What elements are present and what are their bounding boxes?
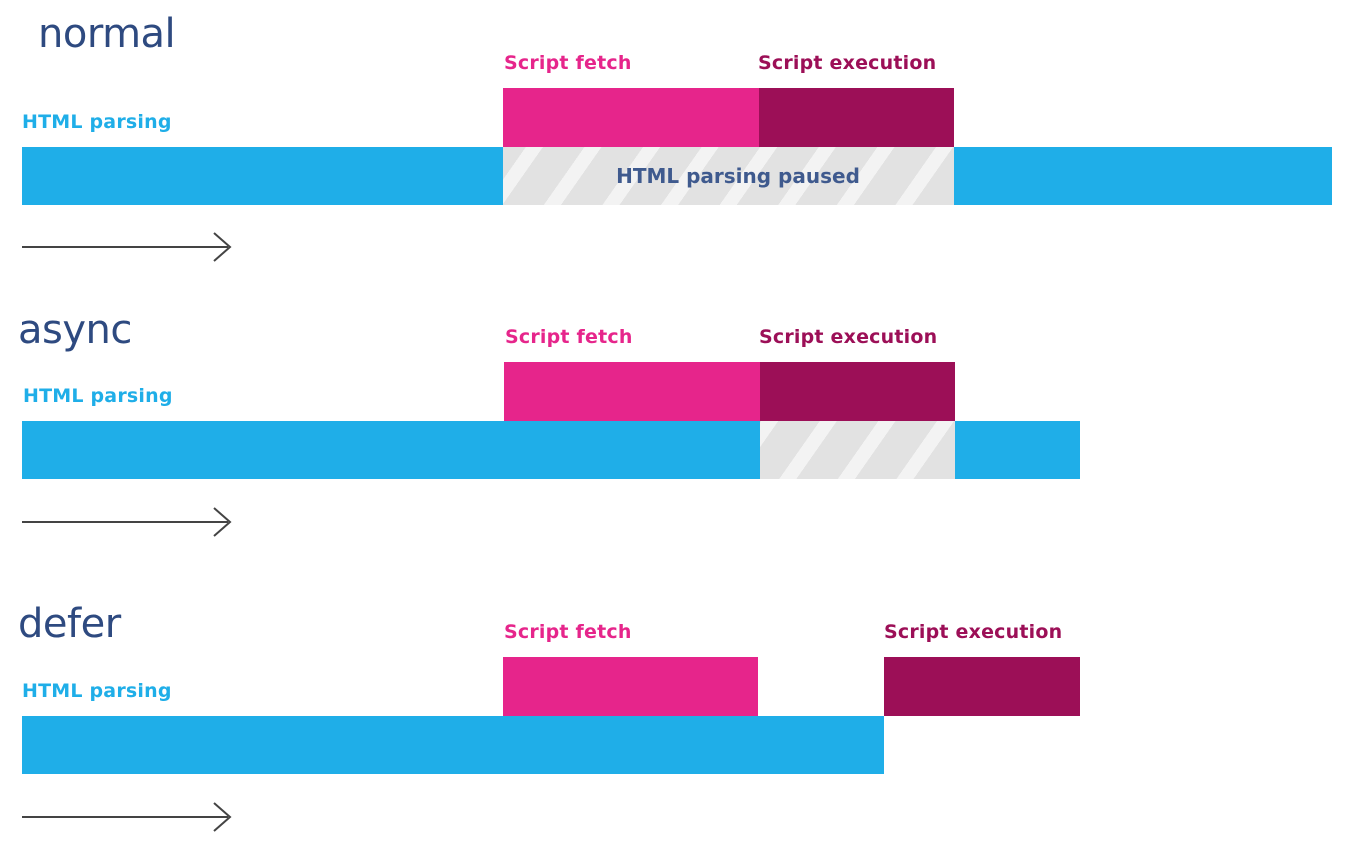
section-title-async: async [18,307,132,353]
script-fetch-bar [504,362,760,421]
parsing-paused-bar [760,421,955,479]
section-title-normal: normal [38,11,176,57]
script-execution-bar [884,657,1080,716]
time-arrow-icon [22,802,232,832]
time-arrow-icon [22,507,232,537]
html-parsing-label: HTML parsing [22,680,172,702]
html-parsing-bar [955,421,1080,479]
parsing-paused-bar [503,147,954,205]
script-fetch-bar [503,657,758,716]
script-fetch-label: Script fetch [504,621,632,643]
html-parsing-bar [954,147,1332,205]
script-execution-label: Script execution [758,52,937,74]
script-execution-label: Script execution [884,621,1063,643]
section-title-defer: defer [18,601,121,647]
html-parsing-bar [22,716,884,774]
parsing-paused-label: HTML parsing paused [616,164,860,188]
script-fetch-bar [503,88,759,147]
script-execution-bar [759,88,954,147]
script-execution-label: Script execution [759,326,938,348]
html-parsing-label: HTML parsing [22,111,172,133]
html-parsing-bar [22,147,503,205]
script-fetch-label: Script fetch [504,52,632,74]
script-execution-bar [760,362,955,421]
script-fetch-label: Script fetch [505,326,633,348]
html-parsing-bar [22,421,760,479]
html-parsing-label: HTML parsing [23,385,173,407]
time-arrow-icon [22,232,232,262]
